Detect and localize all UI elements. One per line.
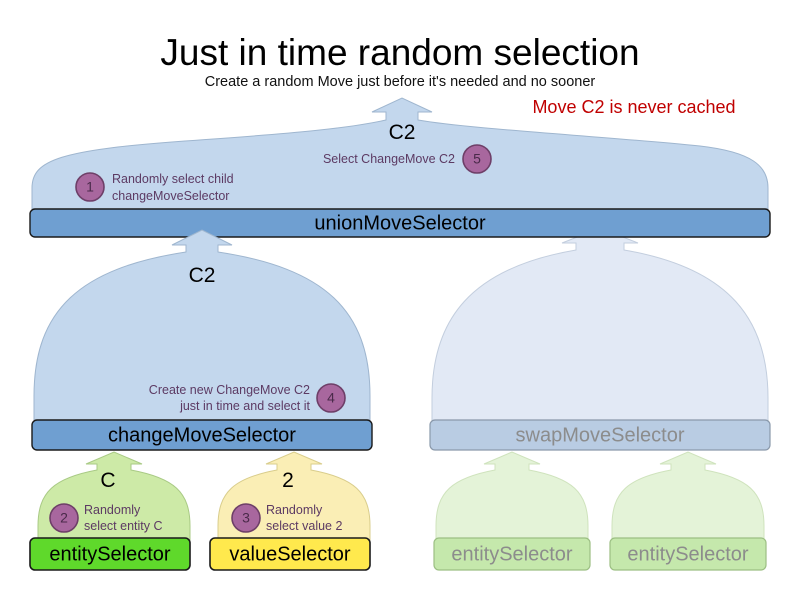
node-swap-entity-selector-left-label: entitySelector	[451, 543, 573, 565]
annotation-3-line-1: Randomly	[266, 503, 323, 517]
swap-to-union-funnel	[431, 227, 769, 422]
annotation-1-badge	[75, 172, 105, 202]
annotation-1-line-1: Randomly select child	[112, 172, 234, 186]
never-cached-note: Move C2 is never cached	[532, 97, 735, 117]
annotation-4-line-1: Create new ChangeMove C2	[149, 383, 310, 397]
node-swap-entity-selector-left[interactable]: entitySelector	[433, 537, 591, 571]
node-entity-selector[interactable]: entitySelector	[29, 537, 191, 571]
annotation-2: 2 Randomly select entity C	[49, 503, 163, 533]
flow-label-change-output: C2	[189, 264, 216, 287]
annotation-3-line-2: select value 2	[266, 519, 342, 533]
node-change-move-selector[interactable]: changeMoveSelector	[31, 419, 373, 451]
page-title: Just in time random selection	[160, 32, 639, 73]
annotation-5-badge	[462, 144, 492, 174]
annotation-2-line-1: Randomly	[84, 503, 141, 517]
annotation-2-badge	[49, 503, 79, 533]
annotation-4-number: 4	[327, 390, 335, 406]
annotation-1-line-2: changeMoveSelector	[112, 189, 229, 203]
node-swap-entity-selector-right-label: entitySelector	[627, 543, 749, 565]
annotation-3-badge	[231, 503, 261, 533]
node-swap-move-selector-label: swapMoveSelector	[516, 424, 685, 446]
annotation-5: Select ChangeMove C2 5	[323, 144, 492, 174]
page-subtitle: Create a random Move just before it's ne…	[205, 74, 596, 90]
annotation-2-number: 2	[60, 510, 68, 526]
annotation-2-line-2: select entity C	[84, 519, 163, 533]
swap-entity-right-funnel	[611, 451, 765, 541]
annotation-4: Create new ChangeMove C2 just in time an…	[149, 383, 346, 413]
node-value-selector[interactable]: valueSelector	[209, 537, 371, 571]
node-swap-move-selector[interactable]: swapMoveSelector	[429, 419, 771, 451]
node-change-move-selector-label: changeMoveSelector	[108, 424, 296, 446]
node-swap-entity-selector-right[interactable]: entitySelector	[609, 537, 767, 571]
node-entity-selector-label: entitySelector	[49, 543, 171, 565]
flow-label-value-output: 2	[282, 469, 294, 492]
annotation-1: 1 Randomly select child changeMoveSelect…	[75, 172, 234, 203]
annotation-5-line-1: Select ChangeMove C2	[323, 152, 455, 166]
annotation-3-number: 3	[242, 510, 250, 526]
annotation-3: 3 Randomly select value 2	[231, 503, 342, 533]
union-output-funnel	[31, 97, 769, 211]
flow-label-union-output: C2	[389, 121, 416, 144]
annotation-5-number: 5	[473, 151, 481, 167]
swap-entity-left-funnel	[435, 451, 589, 541]
node-union-move-selector-label: unionMoveSelector	[314, 212, 486, 234]
node-union-move-selector[interactable]: unionMoveSelector	[29, 208, 771, 238]
annotation-4-badge	[316, 383, 346, 413]
node-value-selector-label: valueSelector	[229, 543, 351, 565]
annotation-1-number: 1	[86, 179, 94, 195]
annotation-4-line-2: just in time and select it	[179, 399, 310, 413]
flow-label-entity-output: C	[100, 469, 115, 492]
change-to-union-funnel	[33, 229, 371, 422]
